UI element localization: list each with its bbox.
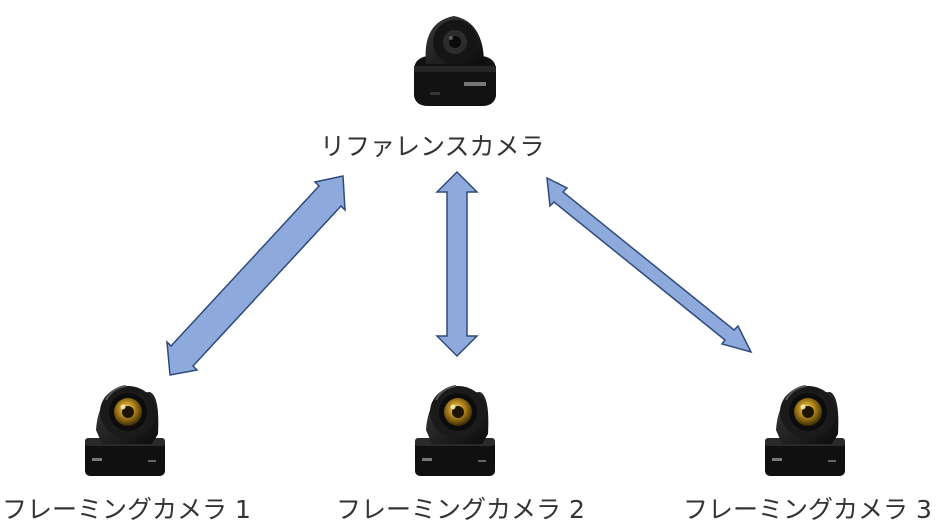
double-arrow-left: [166, 175, 346, 376]
framing-camera-2-label: フレーミングカメラ 2: [336, 495, 585, 524]
double-arrow-center: [435, 170, 479, 358]
ptz-camera-icon: [414, 385, 496, 477]
reference-camera-label: リファレンスカメラ: [320, 132, 545, 161]
double-arrow-right: [546, 176, 753, 354]
framing-camera-1-label: フレーミングカメラ 1: [2, 495, 251, 524]
ptz-camera-icon: [764, 385, 846, 477]
framing-camera-3-label: フレーミングカメラ 3: [683, 495, 932, 524]
ptz-camera-icon: [84, 385, 166, 477]
ptz-camera-dome-icon: [414, 16, 496, 106]
